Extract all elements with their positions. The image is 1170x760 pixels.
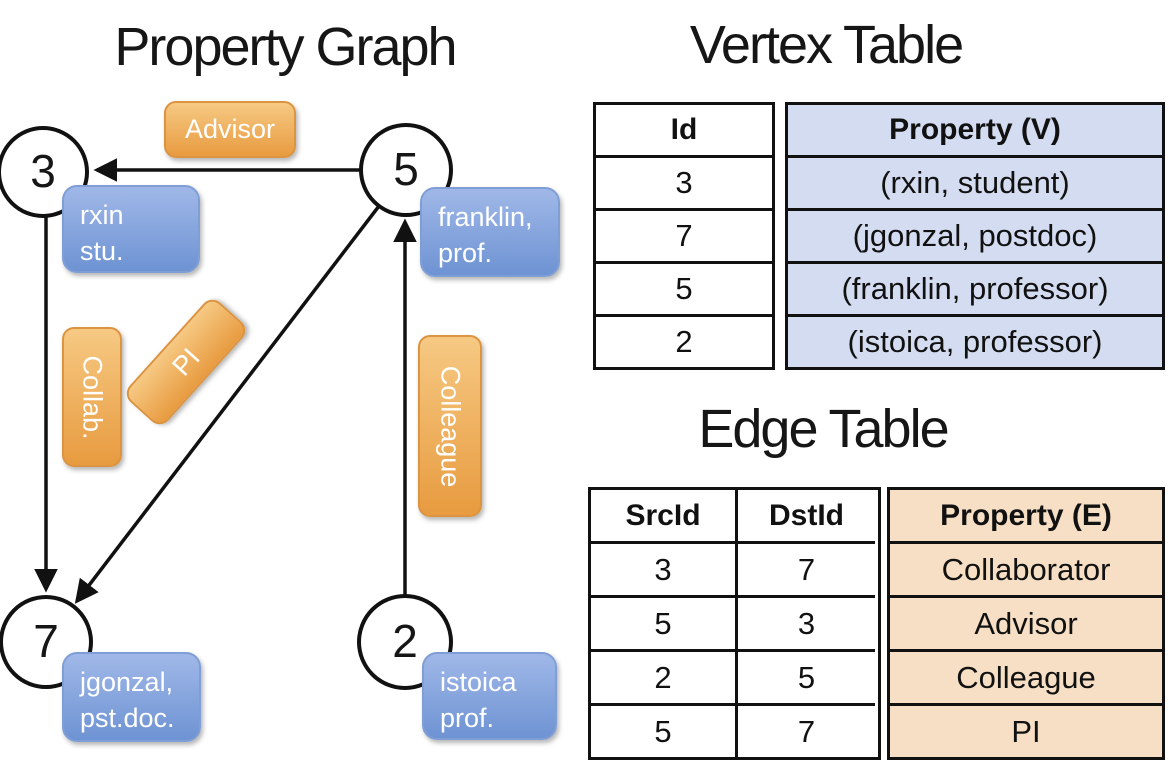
- vertex-table-property-cell: (rxin, student): [788, 155, 1162, 208]
- vertex-id-7: 7: [33, 614, 59, 667]
- edge-label-colleague: Colleague: [418, 335, 482, 517]
- edge-label-pi-text: PI: [165, 342, 206, 382]
- vertex-table-header-id: Id: [670, 113, 698, 146]
- edge-table-property-cell: Colleague: [890, 649, 1162, 703]
- vertex-prop-jgonzal-text: jgonzal,pst.doc.: [80, 667, 175, 734]
- vertex-id-3: 3: [30, 144, 56, 197]
- vertex-prop-franklin: franklin,prof.: [420, 187, 560, 277]
- vertex-table-property-cell: (istoica, professor): [788, 314, 1162, 367]
- edge-table-dst-cell: 3: [735, 595, 875, 649]
- edge-table-property-cell: Advisor: [890, 595, 1162, 649]
- edge-table-src-cell: 5: [591, 703, 735, 757]
- vertex-table-id-cell: 7: [596, 208, 772, 261]
- edge-label-collab-text: Collab.: [77, 354, 108, 440]
- vertex-table-title: Vertex Table: [689, 15, 964, 75]
- vertex-table-header-property: Property (V): [788, 105, 1162, 155]
- edge-table-src-cell: 3: [591, 541, 735, 595]
- vertex-prop-franklin-text: franklin,prof.: [438, 202, 533, 269]
- edge-label-collab: Collab.: [62, 327, 122, 467]
- vertex-table-id-cell: 3: [596, 155, 772, 208]
- edge-table-dst-cell: 7: [735, 703, 875, 757]
- edge-label-advisor-text: Advisor: [184, 114, 276, 144]
- edge-table-dst-cell: 7: [735, 541, 875, 595]
- edge-table-property-cell: PI: [890, 703, 1162, 757]
- edge-table-property-cell: Collaborator: [890, 541, 1162, 595]
- vertex-id-2: 2: [392, 614, 418, 667]
- vertex-table-property-cell: (franklin, professor): [788, 261, 1162, 314]
- vertex-table-id-cell: 2: [596, 314, 772, 367]
- edge-label-advisor: Advisor: [164, 101, 296, 158]
- vertex-id-5: 5: [393, 142, 419, 195]
- vertex-table-id-cell: 5: [596, 261, 772, 314]
- edge-line-5-to-7-pi: [74, 204, 381, 604]
- edge-label-colleague-text: Colleague: [435, 365, 466, 487]
- property-graph-title: Property Graph: [114, 17, 457, 77]
- edge-table-dst-cell: 5: [735, 649, 875, 703]
- edge-table-header-dstid: DstId: [735, 490, 875, 541]
- edge-table-header-srcid: SrcId: [625, 498, 701, 532]
- edge-table-src-cell: 2: [591, 649, 735, 703]
- vertex-table-property-cell: (jgonzal, postdoc): [788, 208, 1162, 261]
- vertex-table-property-column: Property (V)(rxin, student)(jgonzal, pos…: [785, 102, 1165, 370]
- edge-table-src-cell: 5: [591, 595, 735, 649]
- edge-table-title: Edge Table: [698, 399, 949, 459]
- vertex-prop-jgonzal: jgonzal,pst.doc.: [62, 652, 201, 742]
- edge-table-header-property: Property (E): [890, 490, 1162, 541]
